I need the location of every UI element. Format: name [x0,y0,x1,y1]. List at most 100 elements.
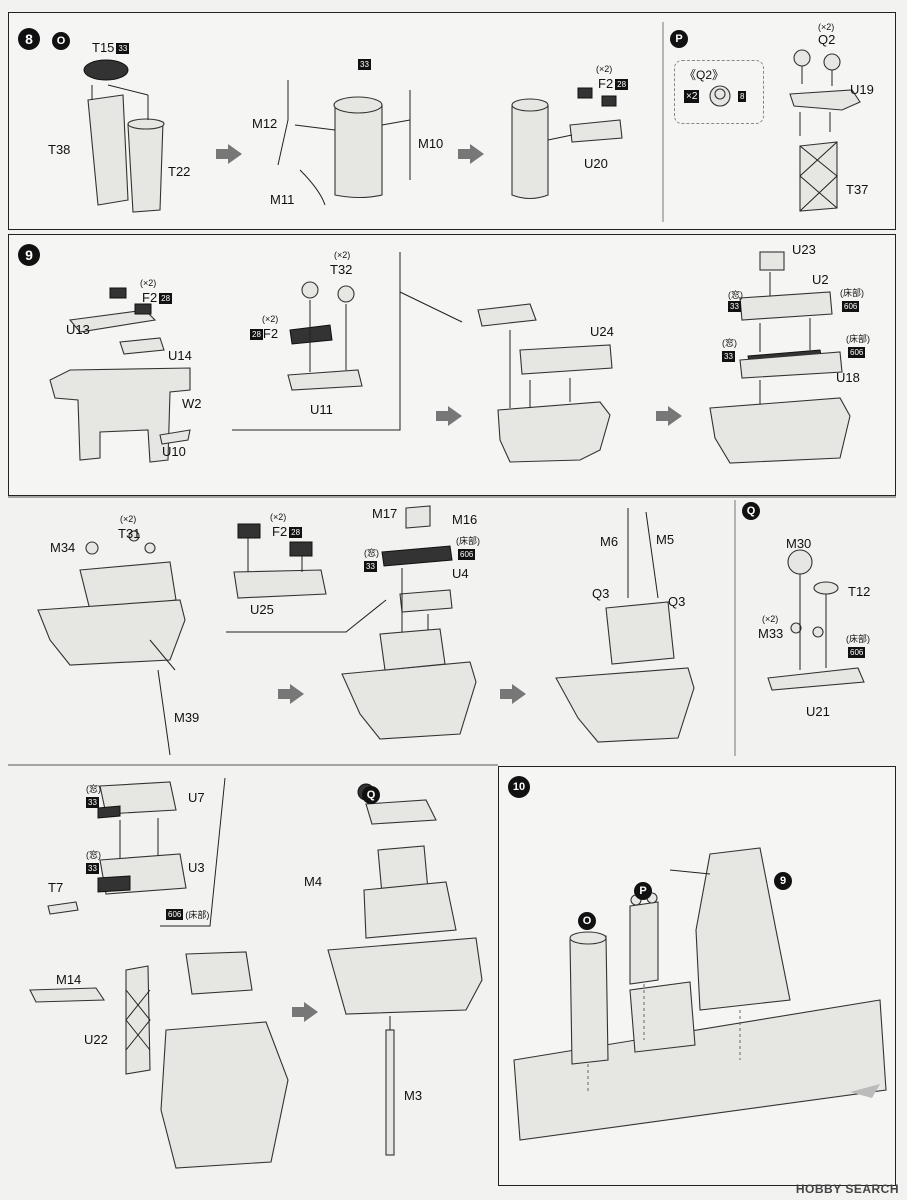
label-floor-u21: (床部) [846,634,870,644]
label-q3-right: Q3 [668,594,686,609]
label-x2-q2: (×2) [818,22,835,32]
label-t31: T31 [118,526,141,541]
part-t38-t22-funnel [87,84,165,213]
label-u4: U4 [452,566,469,581]
label-u13: U13 [66,322,90,337]
label-t12: T12 [848,584,871,599]
label-w2: W2 [182,396,202,411]
part-u11 [287,281,363,391]
label-m11: M11 [270,192,295,207]
label-u7: U7 [188,790,205,805]
label-code-606-u3: 606(床部) [166,909,210,921]
label-u10: U10 [162,444,186,459]
label-x2-f2-u25: (×2) [270,512,287,522]
sub-step-p-ref: P [634,882,652,900]
label-u11: U11 [310,402,333,417]
label-m6: M6 [600,534,619,549]
part-u20-assembly [511,87,623,200]
label-code-8: 8 [738,91,747,103]
label-t32: T32 [330,262,353,277]
part-u25 [226,523,387,633]
label-x2-t31: (×2) [120,514,137,524]
divider-step9-row3 [8,764,498,766]
q2-note-box [674,60,764,124]
arrow-9-1 [436,406,462,426]
label-x2-q2-note: ×2 [684,90,700,104]
label-code-33-u4: 33 [364,561,377,573]
detail-callout-line-step9 [232,252,463,431]
watermark: HOBBY SEARCH [795,1182,899,1196]
label-t22: T22 [168,164,191,179]
label-m16: M16 [452,512,478,527]
label-u14: U14 [168,348,192,363]
label-u18: U18 [836,370,860,385]
label-t7: T7 [48,880,64,895]
label-u24: U24 [590,324,614,339]
part-q2-icon [709,85,731,107]
part-u22-m14-assembly [29,951,289,1169]
step-9-ref: 9 [774,872,792,890]
part-u24-assembly [477,303,613,463]
label-u21: U21 [806,704,830,719]
sub-step-o-marker: O [52,32,70,50]
part-m17-m16-u4-assembly [341,505,477,740]
part-w2-base [49,287,191,463]
part-u7-u3-t7 [47,777,226,927]
sub-step-q-ref: Q [362,786,380,804]
label-m39: M39 [174,710,200,725]
part-u2-u18-assembly [709,251,851,464]
label-m5: M5 [656,532,675,547]
label-t37: T37 [846,182,869,197]
arrow-9-3 [278,684,304,704]
part-bridge-full-assembly [327,783,483,1156]
label-code-606-u2: 606 [842,301,860,313]
label-code-606-u21: 606 [848,647,866,659]
label-u25: U25 [250,602,274,617]
label-m4: M4 [304,874,323,889]
arrow-8-2 [458,144,484,164]
step-number-8: 8 [18,28,40,50]
label-x2-f2-step8: (×2) [596,64,613,74]
label-code-606-u4: 606 [458,549,476,561]
label-m12: M12 [252,116,278,131]
part-funnel-m10-m11-m12 [277,80,411,206]
label-window-u7: (窓) [86,784,101,794]
sub-step-q-marker: Q [742,502,760,520]
label-u3: U3 [188,860,205,875]
label-code-33-u3: 33 [86,863,99,875]
label-u22: U22 [84,1032,108,1047]
label-code-33-u2: 33 [728,301,741,313]
label-x2-m33: (×2) [762,614,779,624]
label-code-606-u18: 606 [848,347,866,359]
label-floor-u2: (床部) [840,288,864,298]
label-q2-note: 《Q2》 [684,68,725,82]
part-t15-cap [83,59,129,81]
label-x2-f2-u11: (×2) [262,314,279,324]
arrow-9-2 [656,406,682,426]
label-code-33-u7: 33 [86,797,99,809]
label-code-33-u18: 33 [722,351,735,363]
divider-step8-p [662,22,664,222]
divider-step9-row2 [8,496,896,498]
part-m34-t31-assembly [37,530,186,756]
part-hull-final-assembly [513,847,887,1141]
label-floor-u18: (床部) [846,334,870,344]
label-code-33-step8: 33 [358,59,371,71]
label-x2-f2-step9: (×2) [140,278,157,288]
label-q3-left: Q3 [592,586,610,601]
sub-step-p-marker: P [670,30,688,48]
label-m17: M17 [372,506,398,521]
part-u21-assembly [767,549,865,691]
arrow-8-1 [216,144,242,164]
label-m10: M10 [418,136,444,151]
label-floor-u4: (床部) [456,536,480,546]
arrow-9-4 [500,684,526,704]
step-number-10: 10 [508,776,530,798]
label-window-u3: (窓) [86,850,101,860]
arrow-9-5 [292,1002,318,1022]
label-m34: M34 [50,540,76,555]
